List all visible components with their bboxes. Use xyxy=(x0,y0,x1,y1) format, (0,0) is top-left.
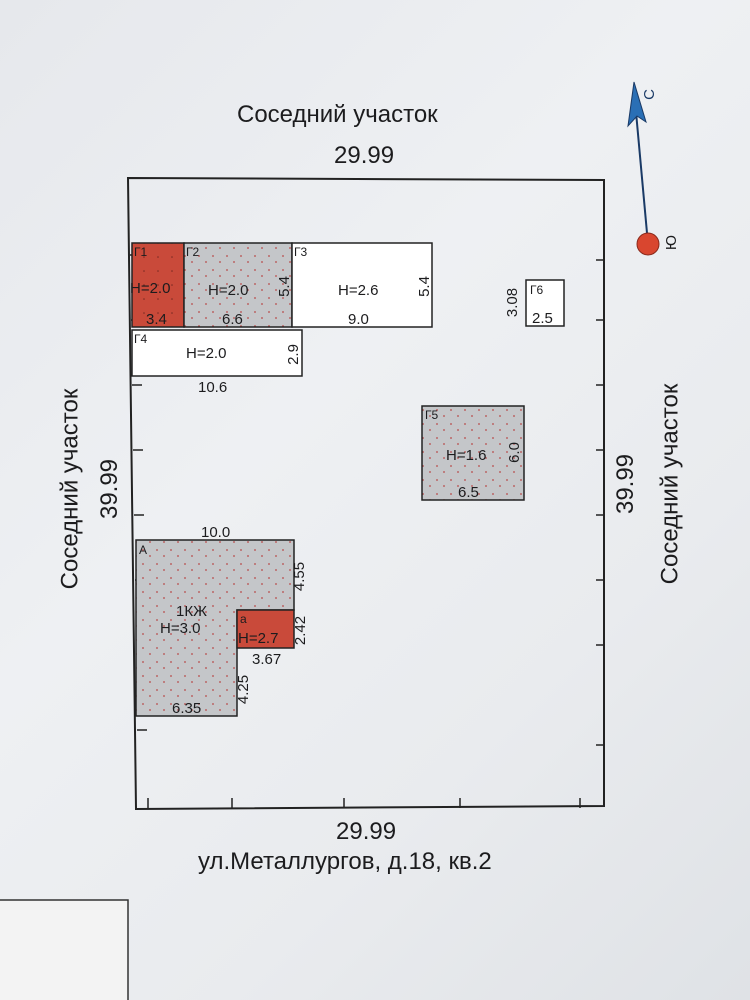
boundary-ticks xyxy=(130,254,604,808)
g5-depth: 6.0 xyxy=(505,442,523,463)
building-annex-a xyxy=(236,609,295,649)
annex-depth: 2.42 xyxy=(292,615,310,646)
house-bottom-width: 6.35 xyxy=(172,700,202,717)
g2-name: Г2 xyxy=(186,245,200,259)
building-g1 xyxy=(131,242,185,328)
left-neighbor-label: Соседний участок xyxy=(56,388,84,590)
g4-height: H=2.0 xyxy=(186,345,227,362)
compass xyxy=(627,81,660,256)
house-side-top: 4.55 xyxy=(291,561,309,592)
g4-name: Г4 xyxy=(134,332,148,346)
g5-name: Г5 xyxy=(425,408,439,422)
house-type: 1КЖ xyxy=(176,603,207,620)
g3-name: Г3 xyxy=(294,245,308,259)
house-inner-side: 4.25 xyxy=(235,674,253,705)
site-boundary xyxy=(126,176,605,811)
g3-width: 9.0 xyxy=(348,311,369,328)
right-dimension: 39.99 xyxy=(612,453,640,515)
house-height: H=3.0 xyxy=(160,620,201,637)
g2-depth: 5.4 xyxy=(275,276,293,297)
house-top-width: 10.0 xyxy=(201,524,231,541)
g2-width: 6.6 xyxy=(222,311,243,328)
annex-height: H=2.7 xyxy=(238,630,279,647)
g6-width: 2.5 xyxy=(532,310,553,327)
right-neighbor-label: Соседний участок xyxy=(656,383,684,585)
g6-depth: 3.08 xyxy=(504,287,522,318)
house-name: А xyxy=(139,543,148,557)
g3-depth: 5.4 xyxy=(415,276,433,297)
building-g6 xyxy=(525,279,565,327)
g5-height: H=1.6 xyxy=(446,447,487,464)
g1-width: 3.4 xyxy=(146,311,167,328)
compass-south-label: Ю xyxy=(663,234,681,251)
annex-width: 3.67 xyxy=(252,651,282,668)
form-box xyxy=(0,899,129,1000)
compass-north-label: С xyxy=(640,89,658,100)
g4-width: 10.6 xyxy=(198,379,228,396)
address-label: ул.Металлургов, д.18, кв.2 xyxy=(198,848,492,875)
building-g2 xyxy=(183,242,293,328)
top-neighbor-label: Соседний участок xyxy=(237,101,438,128)
annex-name: а xyxy=(240,612,247,626)
g2-height: H=2.0 xyxy=(208,282,249,299)
left-dimension: 39.99 xyxy=(96,458,124,520)
g4-depth: 2.9 xyxy=(284,344,302,365)
g1-name: Г1 xyxy=(134,245,148,259)
building-g4 xyxy=(131,329,303,377)
building-g5 xyxy=(421,405,525,501)
building-g3 xyxy=(291,242,433,328)
bottom-dimension: 29.99 xyxy=(336,818,397,845)
g6-name: Г6 xyxy=(530,283,544,297)
g3-height: H=2.6 xyxy=(338,282,379,299)
g5-width: 6.5 xyxy=(458,484,479,501)
top-dimension: 29.99 xyxy=(334,142,395,169)
g1-height: H=2.0 xyxy=(130,280,171,297)
